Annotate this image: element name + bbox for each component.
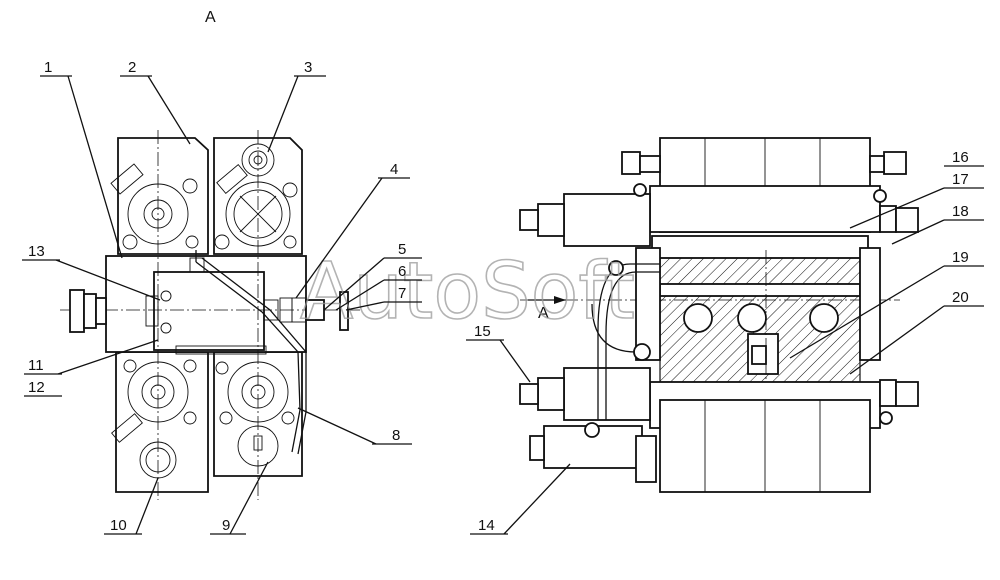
section-marker: A xyxy=(538,305,549,322)
callout-10: 10 xyxy=(110,517,127,534)
callout-7: 7 xyxy=(398,285,406,302)
callout-8: 8 xyxy=(392,427,400,444)
left-view xyxy=(60,130,360,500)
callout-3: 3 xyxy=(304,59,312,76)
callout-17: 17 xyxy=(952,171,969,188)
callout-leaders xyxy=(22,75,984,535)
callout-11: 11 xyxy=(28,357,44,374)
callout-19: 19 xyxy=(952,249,969,266)
callout-12: 12 xyxy=(28,379,45,396)
callout-2: 2 xyxy=(128,59,136,76)
watermark: AutoSoft xyxy=(300,247,635,337)
callout-16: 16 xyxy=(952,149,969,166)
callout-18: 18 xyxy=(952,203,969,220)
callout-labels: 1 2 3 4 5 6 7 8 9 10 11 12 13 14 15 16 1… xyxy=(28,59,969,534)
callout-13: 13 xyxy=(28,243,45,260)
callout-15: 15 xyxy=(474,323,491,340)
right-view xyxy=(519,137,919,493)
callout-20: 20 xyxy=(952,289,969,306)
callout-1: 1 xyxy=(44,59,52,76)
section-marker-group: A xyxy=(528,296,566,322)
callout-9: 9 xyxy=(222,517,230,534)
callout-4: 4 xyxy=(390,161,398,178)
callout-6: 6 xyxy=(398,263,406,280)
callout-5: 5 xyxy=(398,241,406,258)
callout-14: 14 xyxy=(478,517,495,534)
view-marker: A xyxy=(205,9,216,26)
